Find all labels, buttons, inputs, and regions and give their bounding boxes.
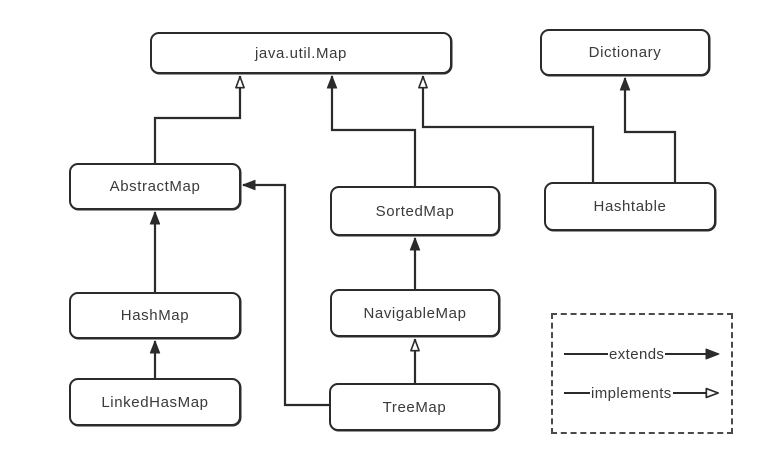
legend-row-implements: implements (564, 384, 720, 402)
legend-line-segment (665, 353, 706, 355)
node-tree-map: TreeMap (329, 383, 500, 431)
legend-line-segment (564, 353, 608, 355)
node-label: SortedMap (375, 202, 455, 220)
legend-implements-label: implements (591, 384, 672, 402)
node-hashtable: Hashtable (544, 182, 716, 231)
node-label: LinkedHasMap (101, 393, 209, 411)
node-abstract-map: AbstractMap (69, 163, 241, 210)
node-label: TreeMap (382, 398, 447, 416)
edge-sortedmap-extends-map (326, 75, 417, 186)
node-navigable-map: NavigableMap (330, 289, 500, 337)
edge-hashtable-implements-map (418, 75, 595, 182)
solid-arrowhead-icon (705, 348, 720, 360)
node-sorted-map: SortedMap (330, 186, 500, 236)
legend-box: extends implements (551, 313, 733, 434)
node-dictionary: Dictionary (540, 29, 710, 76)
legend-extends-label: extends (609, 345, 665, 363)
edge-hashtable-extends-dictionary (619, 77, 677, 182)
node-label: Hashtable (593, 198, 667, 215)
hollow-arrowhead-icon (705, 387, 720, 399)
legend-line-segment (672, 392, 706, 394)
node-label: NavigableMap (363, 304, 467, 322)
legend-line-segment (564, 392, 590, 394)
node-java-util-map: java.util.Map (150, 32, 452, 74)
node-linked-has-map: LinkedHasMap (69, 378, 241, 426)
node-hash-map: HashMap (69, 292, 241, 339)
node-label: java.util.Map (254, 44, 347, 62)
node-label: Dictionary (588, 44, 662, 61)
edge-treemap-extends-abstractmap (242, 179, 330, 407)
node-label: HashMap (120, 307, 190, 324)
edge-abstractmap-implements-map (153, 75, 245, 163)
legend-row-extends: extends (564, 345, 720, 363)
node-label: AbstractMap (109, 178, 201, 195)
